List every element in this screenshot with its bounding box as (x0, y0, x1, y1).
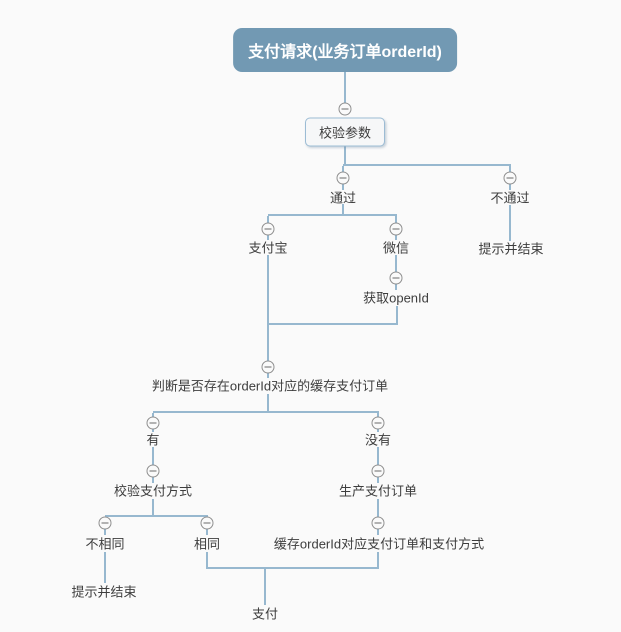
node-create-pay-order[interactable]: 生产支付订单 (338, 483, 418, 499)
node-alipay[interactable]: 支付宝 (248, 240, 288, 256)
minus-icon (339, 177, 347, 179)
minus-icon (374, 470, 382, 472)
minus-icon (203, 522, 211, 524)
collapse-toggle-icon[interactable] (371, 516, 385, 530)
node-fail-prompt-end[interactable]: 提示并结束 (478, 241, 544, 257)
minus-icon (149, 470, 157, 472)
collapse-toggle-icon[interactable] (389, 271, 403, 285)
node-get-openid[interactable]: 获取openId (363, 290, 429, 306)
node-pass[interactable]: 通过 (329, 190, 357, 206)
node-verify-pay-method[interactable]: 校验支付方式 (113, 483, 193, 499)
connector-line (105, 515, 208, 517)
connector-line (206, 552, 208, 569)
minus-icon (264, 228, 272, 230)
connector-line (207, 567, 379, 569)
connector-line (267, 255, 269, 325)
connector-line (152, 499, 154, 517)
connector-line (344, 70, 346, 103)
node-same[interactable]: 相同 (193, 536, 221, 552)
collapse-toggle-icon[interactable] (371, 464, 385, 478)
node-pay[interactable]: 支付 (251, 606, 279, 622)
connector-line (268, 214, 397, 216)
collapse-toggle-icon[interactable] (338, 102, 352, 116)
node-check-cached-order[interactable]: 判断是否存在orderId对应的缓存支付订单 (151, 378, 389, 394)
collapse-toggle-icon[interactable] (146, 464, 160, 478)
node-wechat[interactable]: 微信 (382, 240, 410, 256)
connector-line (267, 325, 269, 378)
collapse-toggle-icon[interactable] (200, 516, 214, 530)
node-fail[interactable]: 不通过 (490, 190, 530, 206)
collapse-toggle-icon[interactable] (261, 222, 275, 236)
node-not-same[interactable]: 不相同 (85, 536, 125, 552)
minus-icon (341, 108, 349, 110)
connector-line (377, 552, 379, 569)
minus-icon (374, 522, 382, 524)
node-none[interactable]: 没有 (364, 432, 392, 448)
collapse-toggle-icon[interactable] (503, 171, 517, 185)
minus-icon (506, 177, 514, 179)
connector-line (268, 323, 398, 325)
minus-icon (392, 277, 400, 279)
minus-icon (149, 422, 157, 424)
connector-line (267, 394, 269, 413)
connector-line (343, 164, 511, 166)
connector-line (342, 204, 344, 216)
collapse-toggle-icon[interactable] (98, 516, 112, 530)
connector-line (264, 568, 266, 605)
node-payment-request[interactable]: 支付请求(业务订单orderId) (233, 28, 457, 72)
collapse-toggle-icon[interactable] (389, 222, 403, 236)
connector-line (153, 411, 379, 413)
connector-line (104, 552, 106, 583)
node-not-same-prompt-end[interactable]: 提示并结束 (71, 584, 137, 600)
collapse-toggle-icon[interactable] (146, 416, 160, 430)
connector-line (509, 205, 511, 241)
connector-line (396, 306, 398, 325)
node-has[interactable]: 有 (146, 432, 160, 448)
minus-icon (392, 228, 400, 230)
minus-icon (374, 422, 382, 424)
minus-icon (264, 366, 272, 368)
collapse-toggle-icon[interactable] (261, 360, 275, 374)
node-cache-order-method[interactable]: 缓存orderId对应支付订单和支付方式 (273, 536, 485, 552)
collapse-toggle-icon[interactable] (371, 416, 385, 430)
connector-line (344, 145, 346, 165)
node-validate-params[interactable]: 校验参数 (304, 117, 386, 147)
collapse-toggle-icon[interactable] (336, 171, 350, 185)
minus-icon (101, 522, 109, 524)
